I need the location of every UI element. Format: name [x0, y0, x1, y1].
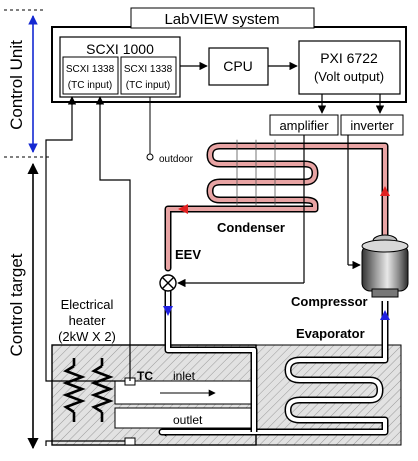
tc-input-label-b: (TC input)	[126, 80, 170, 91]
outlet-label: outlet	[173, 413, 203, 427]
heater-label-line1: Electrical	[61, 297, 114, 312]
control-target-indicator: Control target	[7, 162, 39, 450]
tc-input-label-a: (TC input)	[68, 80, 112, 91]
control-unit-label: Control Unit	[7, 40, 26, 130]
heater-label-line3: (2kW X 2)	[58, 329, 116, 344]
labview-title: LabVIEW system	[164, 11, 279, 28]
evaporator-coil	[158, 318, 389, 436]
outdoor-label: outdoor	[159, 154, 194, 165]
scxi1338-label-a: SCXI 1338	[66, 64, 115, 75]
condenser-label: Condenser	[217, 220, 285, 235]
cold-flow-arrow-compressor	[380, 310, 390, 320]
hot-flow-arrow-right	[380, 186, 390, 196]
eev-valve-icon	[159, 274, 177, 292]
evaporator-label: Evaporator	[296, 326, 365, 341]
pxi6722-box	[298, 40, 401, 95]
control-unit-indicator: Control Unit	[4, 9, 50, 158]
tc-sensor-outlet	[124, 437, 136, 446]
scxi1338-label-b: SCXI 1338	[124, 64, 173, 75]
heater-label-line2: heater	[69, 313, 107, 328]
scxi1338-module-a	[62, 56, 119, 95]
scxi1000-label: SCXI 1000	[86, 41, 154, 57]
inverter-box	[340, 114, 404, 136]
outdoor-sensor-icon	[146, 153, 154, 161]
eev-label: EEV	[175, 247, 201, 262]
control-target-label: Control target	[7, 253, 26, 356]
inverter-label: inverter	[350, 118, 394, 133]
heater-coil-icon	[62, 358, 114, 422]
volt-output-label: (Volt output)	[314, 69, 384, 84]
tc-label: TC	[137, 369, 153, 383]
cpu-box	[208, 47, 269, 86]
compressor-icon	[361, 234, 409, 298]
cold-flow-arrow-eev	[163, 306, 173, 316]
pxi6722-label: PXI 6722	[320, 50, 378, 66]
scxi1338-module-b	[120, 56, 177, 95]
cpu-label: CPU	[223, 58, 253, 74]
hot-flow-arrow-top	[178, 204, 188, 214]
labview-title-box	[130, 7, 315, 29]
condenser-coil	[164, 139, 389, 272]
compressor-label: Compressor	[291, 294, 368, 309]
scxi1000-box	[59, 36, 181, 98]
amplifier-label: amplifier	[279, 118, 329, 133]
inlet-label: inlet	[173, 369, 196, 383]
control-wiring	[45, 97, 361, 446]
